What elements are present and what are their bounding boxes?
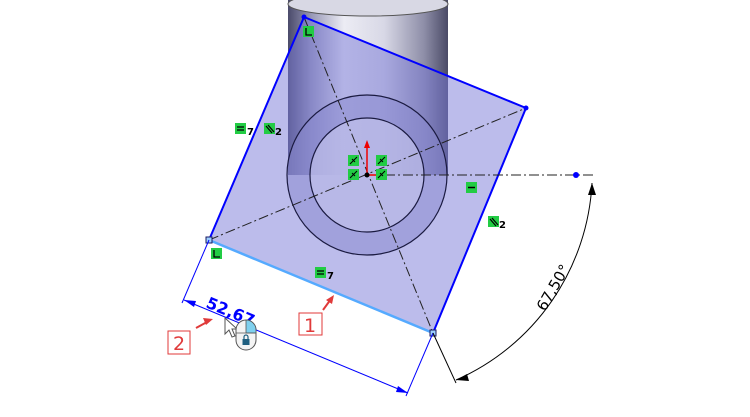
arrow-icon [203,318,213,325]
angular-dimension[interactable] [432,182,596,384]
relation-perpendicular-left[interactable] [211,248,222,259]
parallel-icon [265,124,275,134]
perpendicular-icon [213,250,220,258]
callout-2: 2 [167,318,213,355]
relation-perpendicular-top[interactable] [303,26,314,37]
linear-dimension[interactable] [181,239,434,397]
sketch-edge-top-right[interactable] [303,16,527,109]
angular-dimension-value[interactable]: 67,50° [533,261,574,314]
relation-horizontal[interactable] [466,182,477,193]
vertex-right[interactable] [523,105,529,111]
svg-text:1: 1 [304,315,316,337]
equal-icon [237,126,244,131]
svg-text:7: 7 [247,127,254,138]
coincident-icon [377,170,386,179]
relation-equal-left[interactable]: 7 [235,123,254,138]
svg-text:7: 7 [327,271,334,282]
centerline-endpoint[interactable] [573,172,579,178]
relation-parallel-left[interactable]: 2 [264,123,282,138]
coincident-icon [349,170,358,179]
callout-1: 1 [298,295,334,337]
svg-text:2: 2 [499,220,506,231]
vertex-top[interactable] [301,14,307,20]
sketch-edge-top-left[interactable] [208,16,305,241]
coincident-icon [377,156,386,165]
relation-equal-bottom[interactable]: 7 [315,267,334,282]
coincident-icon [349,156,358,165]
sketch-edge-bottom-selected[interactable] [208,238,434,335]
mouse-lock-cursor-icon [224,316,257,351]
coincident-relations[interactable] [348,155,387,180]
equal-icon [317,270,324,275]
arrow-icon [326,295,334,304]
svg-text:2: 2 [275,127,282,138]
origin-icon [364,140,376,178]
relation-parallel-right[interactable]: 2 [488,216,506,231]
svg-text:2: 2 [173,333,185,355]
sketch-edge-right[interactable] [432,107,527,334]
parallel-icon [489,217,499,227]
perpendicular-icon [305,28,312,36]
